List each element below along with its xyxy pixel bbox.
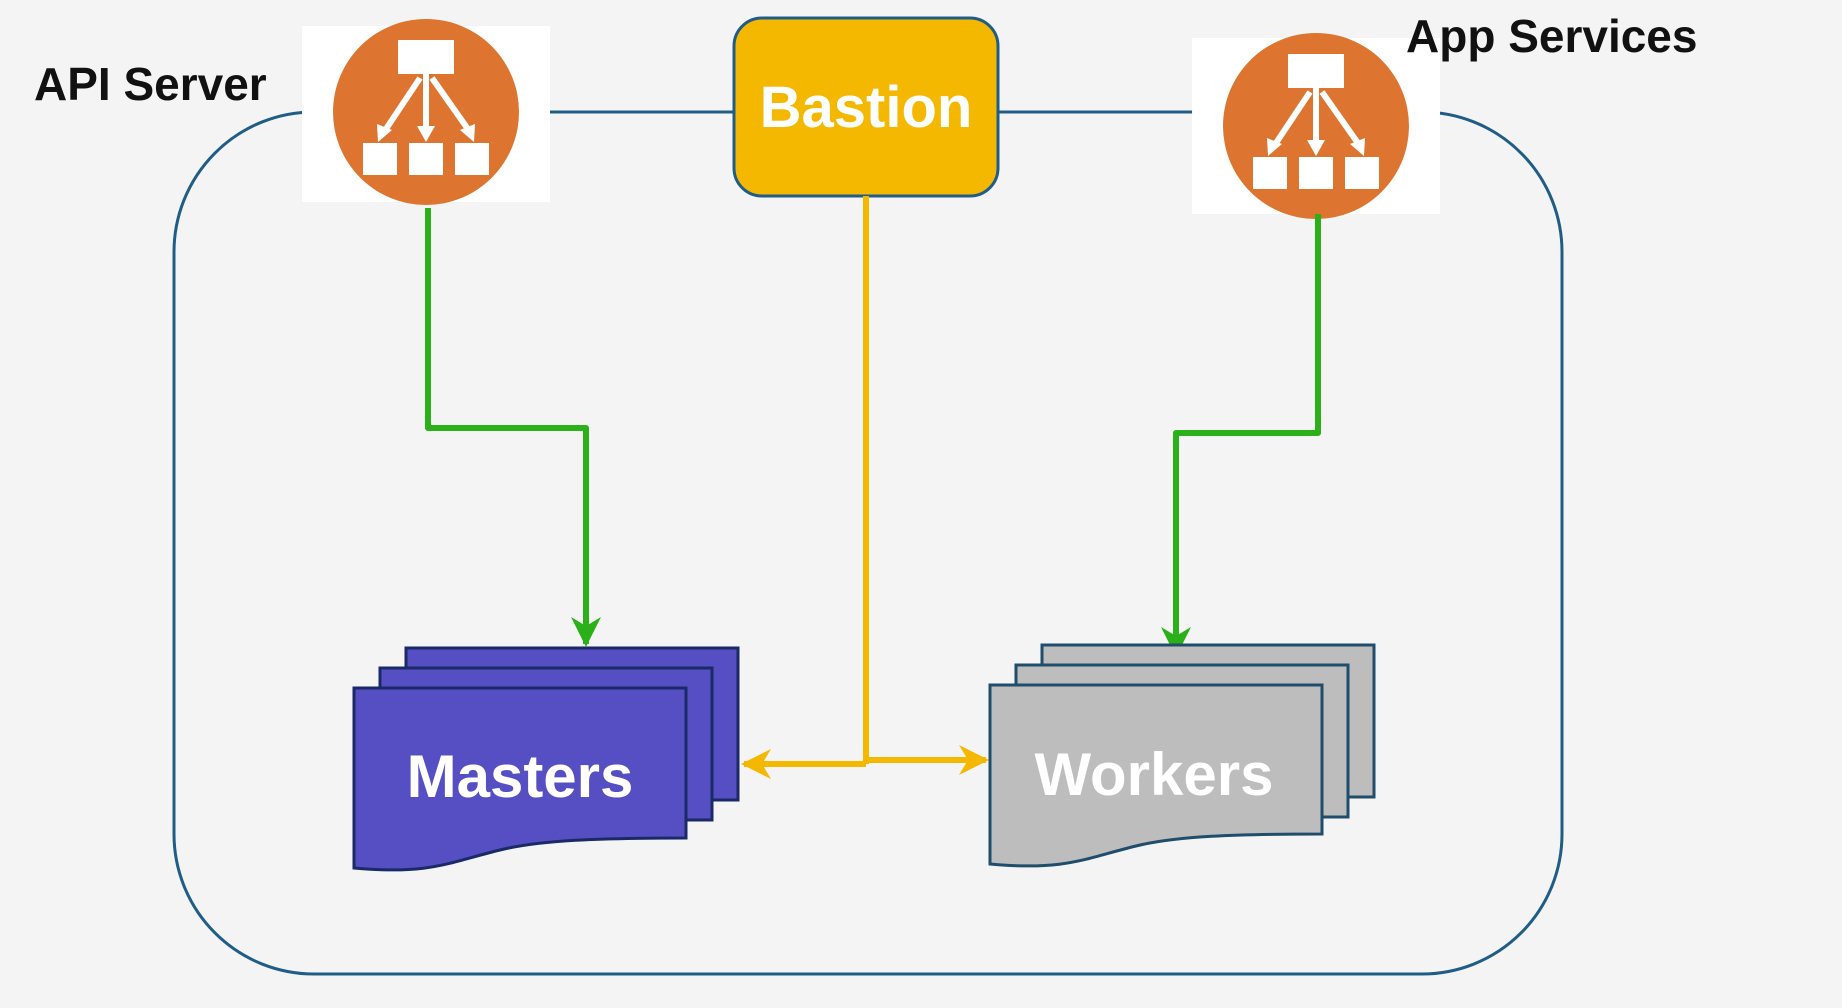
- api-server-node[interactable]: [302, 19, 550, 205]
- workers-node[interactable]: Workers: [988, 643, 1376, 868]
- load-balancer-icon: [333, 19, 519, 205]
- arrow-api-to-masters: [425, 208, 601, 647]
- masters-label: Masters: [407, 743, 634, 810]
- app-services-label: App Services: [1406, 10, 1697, 62]
- app-services-node[interactable]: [1192, 33, 1440, 219]
- bastion-node[interactable]: Bastion: [732, 16, 1000, 198]
- arrow-app-to-workers: [1161, 214, 1321, 657]
- bastion-label: Bastion: [760, 75, 973, 140]
- load-balancer-icon: [1223, 33, 1409, 219]
- api-server-label: API Server: [34, 58, 267, 110]
- masters-node[interactable]: Masters: [352, 646, 740, 872]
- workers-label: Workers: [1034, 741, 1273, 808]
